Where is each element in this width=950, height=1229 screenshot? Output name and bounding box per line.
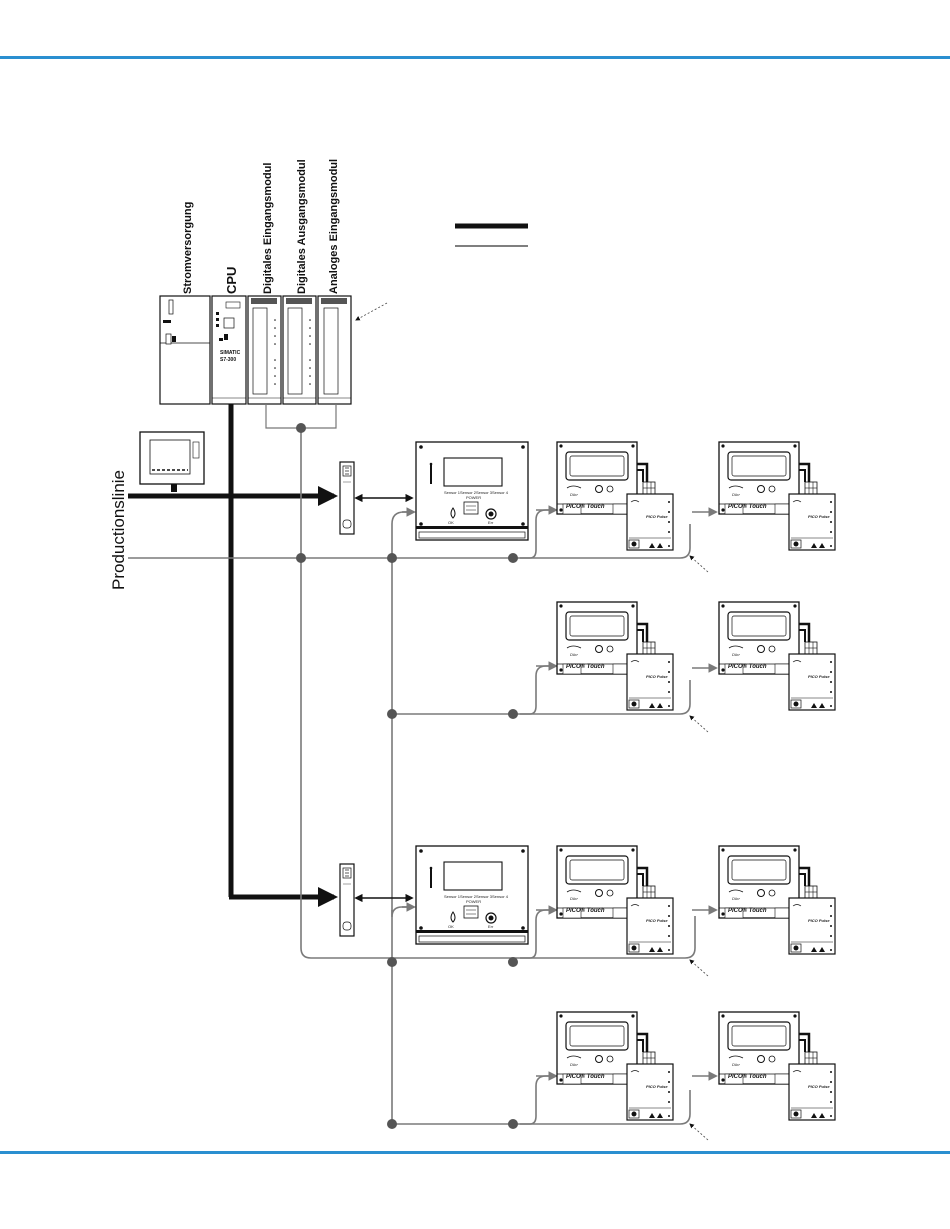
bus-coupler-bottom — [339, 863, 355, 937]
pico-2-pulse: PICO Pulse — [808, 514, 830, 519]
pico-3-brand: PICO® Touch — [566, 663, 605, 670]
pico-5-pulse: PICO Pulse — [646, 918, 668, 923]
production-line-label: Productionslinie — [109, 470, 128, 590]
pico-3-maker: Dürr — [570, 652, 578, 657]
pico-6-brand: PICO® Touch — [728, 907, 767, 914]
controller-top-err: Err — [488, 520, 494, 525]
pico-7-pulse: PICO Pulse — [646, 1084, 668, 1089]
bottom-rule — [0, 1151, 950, 1154]
bus-coupler-top — [339, 461, 355, 535]
controller-bottom-sensor4: Sensor 4 — [492, 894, 509, 899]
pico-3-pulse: PICO Pulse — [646, 674, 668, 679]
connection-nodes — [296, 423, 518, 1129]
controller-bottom-sensor1: Sensor 1 — [444, 894, 461, 899]
pico-8-pulse: PICO Pulse — [808, 1084, 830, 1089]
controller-top-power: POWER — [466, 495, 481, 500]
label-power-supply: Stromversorgung — [182, 202, 194, 294]
pico-1-pulse: PICO Pulse — [646, 514, 668, 519]
controller-top-sensor1: Sensor 1 — [444, 490, 461, 495]
pico-2-maker: Dürr — [732, 492, 740, 497]
label-analog-input: Analoges Eingangsmodul — [328, 159, 340, 294]
controller-bottom-err: Err — [488, 924, 494, 929]
pico-4-pulse: PICO Pulse — [808, 674, 830, 679]
pico-4-brand: PICO® Touch — [728, 663, 767, 670]
controller-top-ok: OK — [448, 520, 454, 525]
controller-top-sensor4: Sensor 4 — [492, 490, 509, 495]
pico-6-maker: Dürr — [732, 896, 740, 901]
controller-bottom-sensor2: Sensor 2 — [460, 894, 477, 899]
pico-4-maker: Dürr — [732, 652, 740, 657]
cpu-model-line1: SIMATIC — [220, 350, 241, 356]
pico-6-pulse: PICO Pulse — [808, 918, 830, 923]
pico-5-brand: PICO® Touch — [566, 907, 605, 914]
pico-1-maker: Dürr — [570, 492, 578, 497]
power-supply-module — [159, 295, 211, 405]
pico-2-brand: PICO® Touch — [728, 503, 767, 510]
controller-bottom-sensor3: Sensor 3 — [476, 894, 493, 899]
top-rule — [0, 56, 950, 59]
pico-8-maker: Dürr — [732, 1062, 740, 1067]
label-cpu: CPU — [224, 267, 239, 294]
controller-bottom-power: POWER — [466, 899, 481, 904]
pico-7-maker: Dürr — [570, 1062, 578, 1067]
pico-7-brand: PICO® Touch — [566, 1073, 605, 1080]
controller-top-sensor2: Sensor 2 — [460, 490, 477, 495]
plc-rack: SIMATIC S7-300 — [159, 295, 352, 405]
pico-1-brand: PICO® Touch — [566, 503, 605, 510]
controller-bottom-ok: OK — [448, 924, 454, 929]
controller-top-sensor3: Sensor 3 — [476, 490, 493, 495]
cpu-model-line2: S7-300 — [220, 357, 236, 363]
label-digital-output: Digitales Ausgangsmodul — [296, 159, 308, 294]
pico-8-brand: PICO® Touch — [728, 1073, 767, 1080]
label-digital-input: Digitales Eingangsmodul — [262, 163, 274, 294]
hmi-panel — [139, 431, 205, 492]
pico-5-maker: Dürr — [570, 896, 578, 901]
